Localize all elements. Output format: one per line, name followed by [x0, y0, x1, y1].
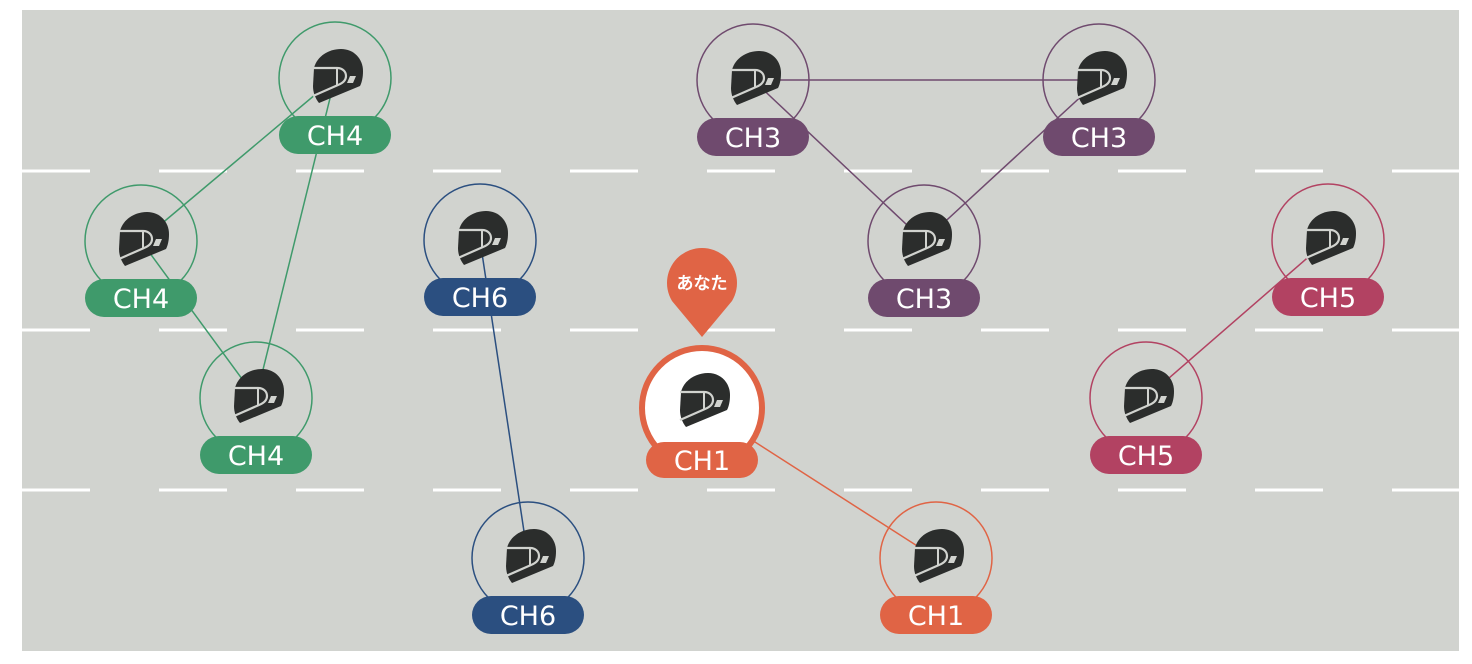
you-label: あなた [677, 274, 728, 294]
lane-dash [1118, 328, 1186, 332]
lane-dash [1392, 328, 1459, 332]
lane-dash [433, 488, 501, 492]
lane-dash [22, 328, 90, 332]
lane-dash [981, 488, 1049, 492]
lane-dash [1255, 328, 1323, 332]
lane-dash [570, 488, 638, 492]
lane-dash [981, 328, 1049, 332]
lane-dash [844, 328, 912, 332]
link-lines [140, 77, 1329, 559]
lane-dash [22, 169, 90, 173]
rider-node-ch1-b[interactable]: CH1 [879, 501, 993, 634]
lane-dash [1392, 488, 1459, 492]
rider-node-ch4-a[interactable]: CH4 [278, 21, 392, 154]
channel-label: CH4 [228, 441, 284, 472]
rider-node-ch3-b[interactable]: CH3 [1042, 23, 1156, 156]
link-line-ch5 [1145, 239, 1329, 399]
lane-dash [570, 328, 638, 332]
channel-label: CH3 [725, 123, 781, 154]
lane-dash [844, 488, 912, 492]
location-pin-icon [667, 247, 737, 337]
link-line-ch4 [140, 77, 336, 242]
lane-dash [296, 169, 364, 173]
rider-node-ch5-b[interactable]: CH5 [1089, 341, 1203, 474]
rider-node-ch1-you[interactable]: CH1 [639, 345, 765, 478]
lane-dash [159, 169, 227, 173]
channel-label: CH5 [1300, 283, 1356, 314]
channel-pill [1272, 278, 1384, 316]
lane-dash [296, 328, 364, 332]
channel-pill [868, 279, 980, 317]
channel-pill [880, 596, 992, 634]
lane-dash [159, 488, 227, 492]
helmet-icon [901, 212, 952, 266]
rider-node-ch6-a[interactable]: CH6 [423, 183, 537, 316]
lane-dash [570, 169, 638, 173]
you-marker: あなた [667, 247, 737, 337]
channel-label: CH4 [307, 121, 363, 152]
channel-pill [85, 279, 197, 317]
helmet-icon [505, 529, 556, 583]
helmet-icon [312, 49, 363, 103]
lane-dash [1255, 169, 1323, 173]
channel-label: CH6 [500, 601, 556, 632]
channel-label: CH3 [896, 284, 952, 315]
lane-dash [22, 488, 90, 492]
lane-dash [296, 488, 364, 492]
lane-dash [1118, 488, 1186, 492]
link-line-ch3 [752, 79, 925, 242]
lane-dash [707, 488, 775, 492]
helmet-icon [1123, 369, 1174, 423]
channel-label: CH1 [674, 446, 730, 477]
channel-pill [424, 278, 536, 316]
channel-pill [1090, 436, 1202, 474]
channel-pill [1043, 118, 1155, 156]
rider-node-ch4-c[interactable]: CH4 [199, 341, 313, 474]
lane-dash [707, 328, 775, 332]
lane-dash [433, 169, 501, 173]
channel-pill [472, 596, 584, 634]
link-line-ch4 [140, 240, 257, 399]
channel-label: CH4 [113, 284, 169, 315]
lane-dash [1392, 169, 1459, 173]
channel-label: CH6 [452, 283, 508, 314]
helmet-icon [233, 369, 284, 423]
lane-dash [159, 328, 227, 332]
channel-pill [279, 116, 391, 154]
helmet-icon [913, 529, 964, 583]
lane-dash [1255, 488, 1323, 492]
channel-label: CH5 [1118, 441, 1174, 472]
channel-pill [697, 118, 809, 156]
lane-dash [1118, 169, 1186, 173]
rider-node-ch3-c[interactable]: CH3 [867, 184, 981, 317]
helmet-icon [1076, 51, 1127, 105]
lane-dash [981, 169, 1049, 173]
channel-label: CH1 [908, 601, 964, 632]
helmet-icon [118, 212, 169, 266]
rider-node-ch5-a[interactable]: CH5 [1271, 183, 1385, 316]
helmet-icon [457, 211, 508, 265]
channel-pill [200, 436, 312, 474]
helmet-icon [730, 51, 781, 105]
rider-node-ch6-b[interactable]: CH6 [471, 501, 585, 634]
lane-markings [22, 169, 1459, 492]
helmet-icon [679, 373, 730, 427]
channel-label: CH3 [1071, 123, 1127, 154]
channel-pill [646, 442, 758, 478]
helmet-icon [1305, 211, 1356, 265]
link-line-ch3 [923, 79, 1100, 242]
rider-node-ch4-b[interactable]: CH4 [84, 184, 198, 317]
rider-node-ch3-a[interactable]: CH3 [696, 23, 810, 156]
lane-dash [707, 169, 775, 173]
lane-dash [844, 169, 912, 173]
lane-dash [433, 328, 501, 332]
